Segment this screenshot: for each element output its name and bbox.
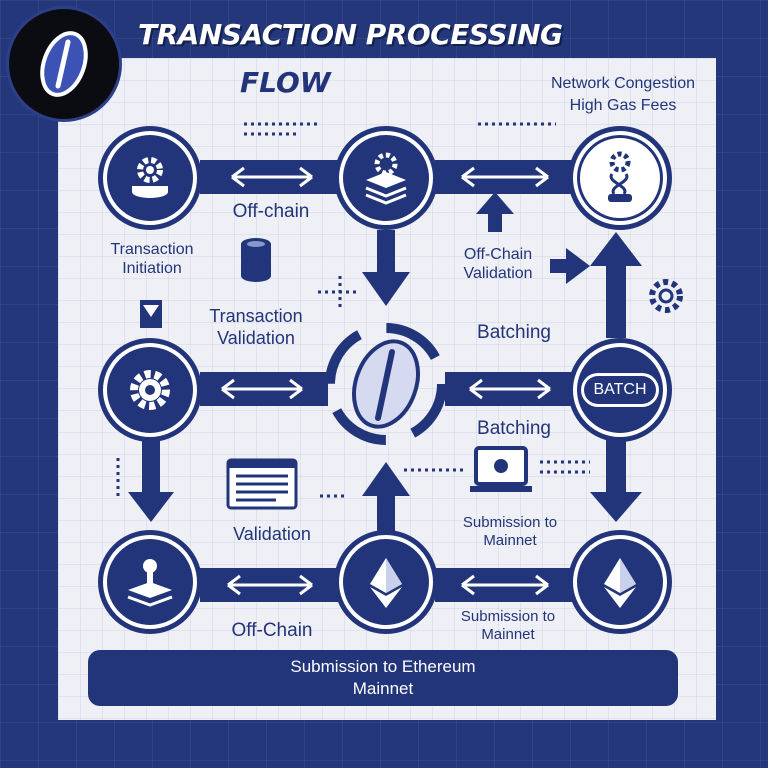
submission-mainnet-label-1: Submission to Mainnet (462, 514, 558, 549)
logo-icon (40, 31, 88, 97)
batching-label-top: Batching (477, 322, 551, 343)
transaction-initiation-label: Transaction Initiation (110, 241, 194, 278)
off-chain-bottom-label: Off-Chain (231, 620, 313, 641)
network-congestion-label: Network Congestion (550, 75, 696, 92)
node-top-right (568, 126, 672, 230)
gear-outline-icon (649, 279, 683, 313)
arrow-down-right (590, 440, 642, 522)
node-bottom-right (568, 530, 672, 634)
footer-line-1: Submission to Ethereum (290, 656, 476, 676)
node-top-left (98, 126, 202, 230)
arrow-up-right (590, 232, 642, 338)
footer-line-2: Mainnet (352, 679, 414, 698)
node-bottom-middle (334, 530, 438, 634)
ethereum-icon (604, 558, 636, 608)
node-mid-right: BATCH (568, 338, 672, 442)
footer-banner: Submission to Ethereum Mainnet (88, 650, 678, 706)
off-chain-top-label: Off-chain (232, 201, 310, 222)
document-icon (226, 458, 298, 510)
laptop-icon (470, 446, 532, 492)
node-mid-left (98, 338, 202, 442)
connector-top-right (435, 160, 575, 194)
logo (6, 6, 122, 122)
robot-gear-icon (608, 151, 632, 202)
title-line-1: TRANSACTION PROCESSING (138, 18, 563, 51)
validation-label: Validation (233, 524, 311, 544)
dotted-lines (116, 122, 590, 500)
ethereum-icon (370, 558, 402, 608)
title-line-2: FLOW (240, 66, 331, 99)
off-chain-validation-label: Off-Chain Validation (463, 246, 533, 283)
connector-mid-left (200, 372, 328, 406)
arrow-down-left-small (140, 300, 162, 328)
connector-bottom-left (200, 568, 340, 602)
arrow-down-left (128, 440, 174, 522)
node-top-middle (334, 126, 438, 230)
node-bottom-left (98, 530, 202, 634)
arrow-up-small (476, 192, 514, 232)
database-icon (241, 238, 271, 282)
ethereum-coin-icon (325, 323, 447, 445)
connector-bottom-right (435, 568, 575, 602)
arrow-right-small (550, 248, 590, 284)
gear-stack-icon (132, 157, 168, 198)
submission-mainnet-label-2: Submission to Mainnet (460, 608, 556, 643)
high-gas-fees-label: High Gas Fees (569, 97, 677, 114)
connector-mid-right (445, 372, 575, 406)
gear-icon (130, 370, 170, 410)
connector-top-left (200, 160, 340, 194)
arrow-up-center (362, 462, 410, 537)
stack-key-icon (127, 559, 173, 607)
batching-label-bottom: Batching (477, 418, 551, 439)
transaction-validation-label: Transaction Validation (209, 306, 303, 348)
arrow-down-center (362, 230, 410, 306)
layered-gear-icon (365, 152, 407, 205)
batch-badge: BATCH (584, 376, 656, 404)
node-center (320, 318, 452, 450)
